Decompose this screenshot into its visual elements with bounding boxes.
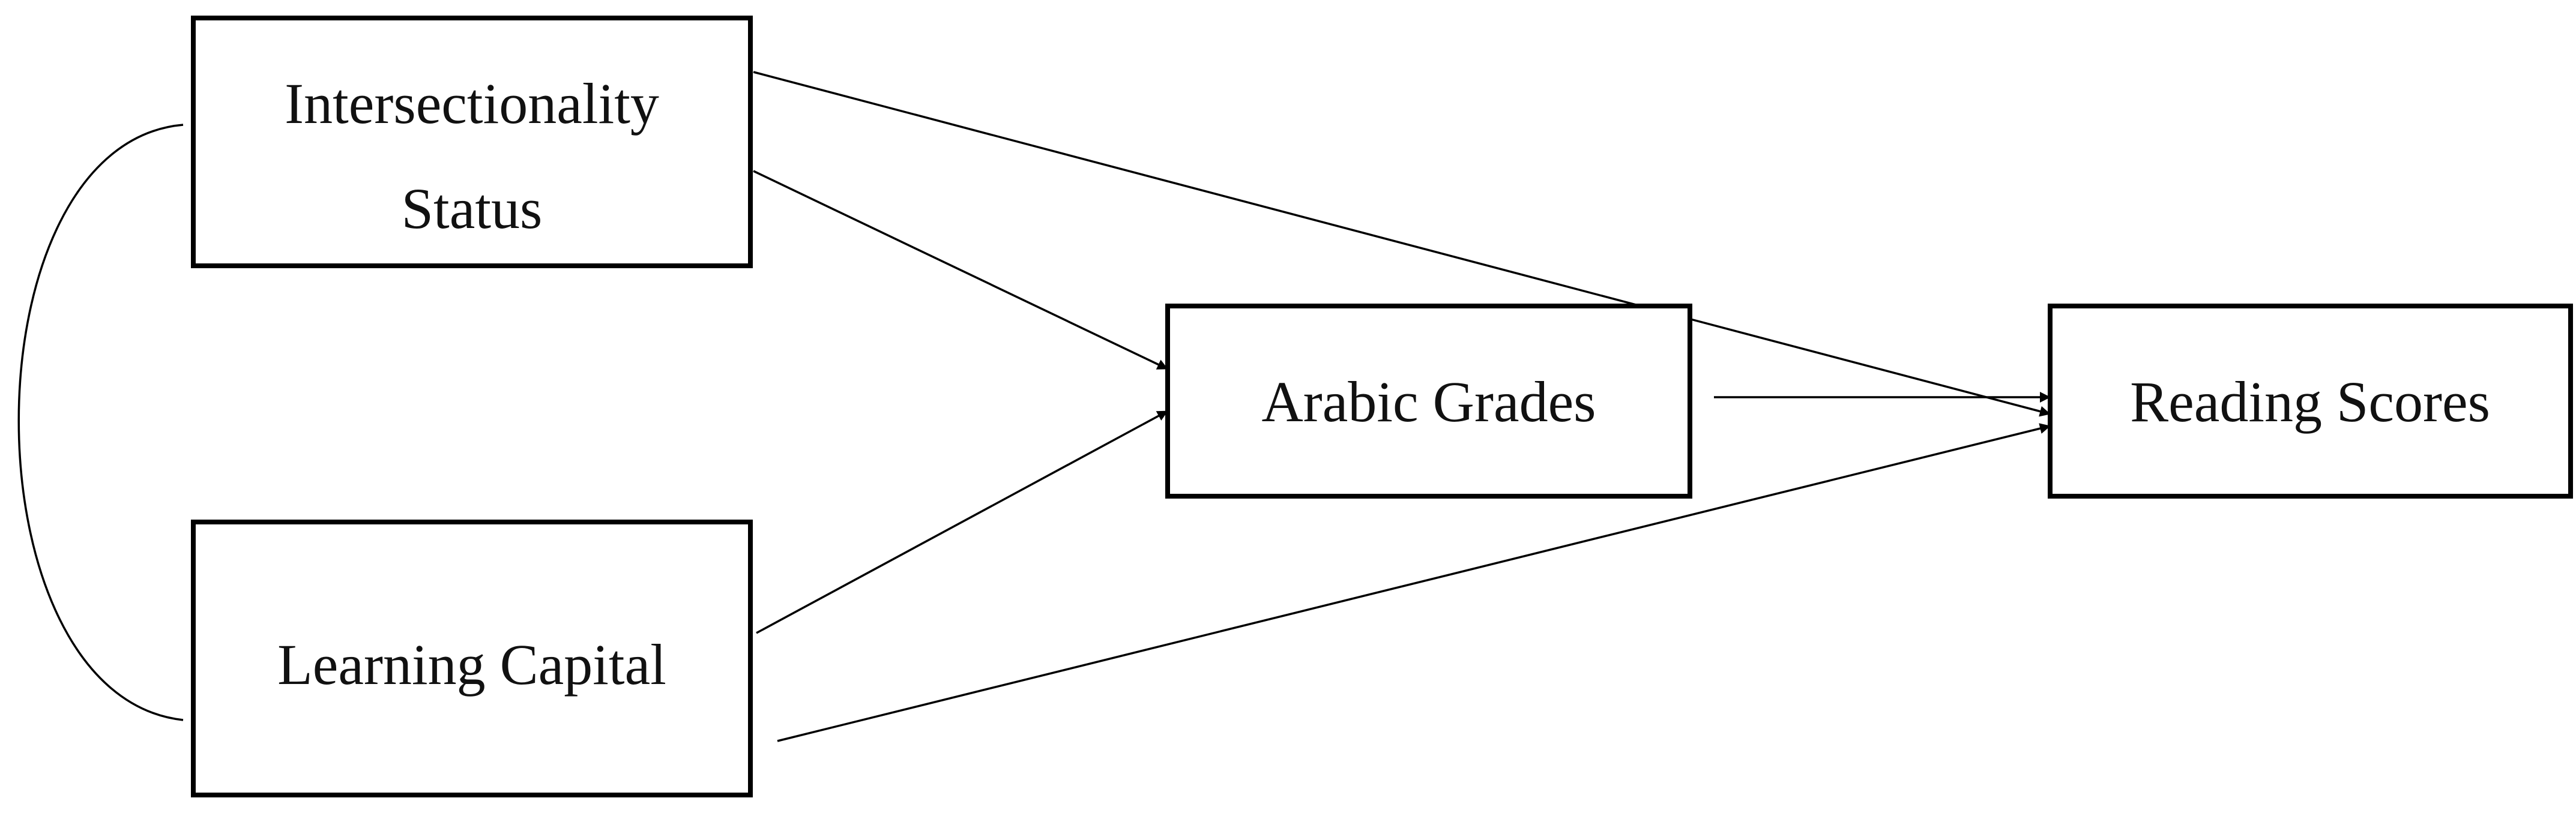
node-reading-scores: Reading Scores bbox=[2048, 304, 2573, 499]
node-learning-capital: Learning Capital bbox=[191, 520, 753, 797]
edge-learning-capital-to-reading-scores bbox=[777, 423, 2051, 742]
node-intersectionality-status: Intersectionality Status bbox=[191, 16, 753, 268]
node-arabic-grades: Arabic Grades bbox=[1165, 304, 1692, 499]
node-learning-capital-label: Learning Capital bbox=[277, 632, 666, 697]
correlation-curve bbox=[17, 124, 184, 721]
edge-intersectionality-to-reading-scores bbox=[753, 71, 2051, 417]
edge-intersectionality-to-arabic-grades bbox=[753, 170, 1168, 370]
node-intersectionality-status-line1: Intersectionality bbox=[285, 71, 659, 136]
node-intersectionality-status-line2: Status bbox=[402, 176, 543, 241]
edge-learning-capital-to-arabic-grades bbox=[756, 410, 1168, 634]
node-reading-scores-label: Reading Scores bbox=[2130, 370, 2490, 434]
node-arabic-grades-label: Arabic Grades bbox=[1261, 370, 1596, 434]
